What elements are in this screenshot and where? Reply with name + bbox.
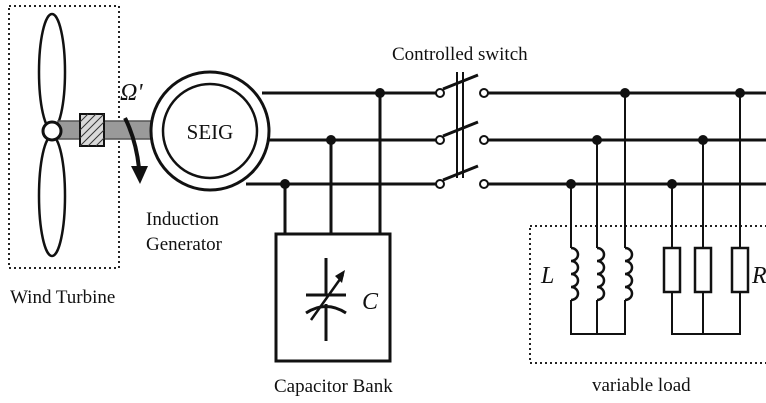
- seig-label: SEIG: [187, 120, 234, 144]
- resistive-load-taps: [667, 88, 745, 248]
- resistor-symbol-label: R: [751, 263, 766, 289]
- controlled-switch-icon[interactable]: [435, 72, 489, 189]
- rotation-arrow-icon: [123, 117, 148, 184]
- induction-generator-label-line1: Induction: [146, 209, 219, 230]
- rotor-speed-symbol: Ω': [120, 80, 143, 106]
- gearbox-hatch: [79, 113, 105, 147]
- controlled-switch-label: Controlled switch: [392, 44, 528, 65]
- three-phase-bus: [246, 91, 766, 186]
- wind-turbine-label: Wind Turbine: [10, 287, 115, 308]
- capacitor-bank-taps: [280, 88, 385, 234]
- capacitor-bank-label: Capacitor Bank: [274, 376, 393, 397]
- capacitor-symbol-label: C: [362, 289, 379, 315]
- induction-generator-label-line2: Generator: [146, 234, 223, 255]
- turbine-blades-icon: [37, 12, 67, 258]
- resistor-star-point: [671, 292, 741, 335]
- turbine-hub-icon: [41, 120, 63, 142]
- capacitor-bank-box: [274, 232, 392, 363]
- inductor-coils-icon: [570, 246, 634, 302]
- inductor-symbol-label: L: [540, 263, 554, 289]
- variable-load-label: variable load: [592, 375, 691, 396]
- inductor-star-point: [570, 300, 626, 335]
- resistors-icon: [662, 246, 750, 294]
- variable-capacitor-icon: [305, 258, 347, 341]
- generator-inner-ring: [161, 82, 259, 180]
- inductive-load-taps: [566, 88, 630, 248]
- variable-load-boundary: [529, 225, 766, 364]
